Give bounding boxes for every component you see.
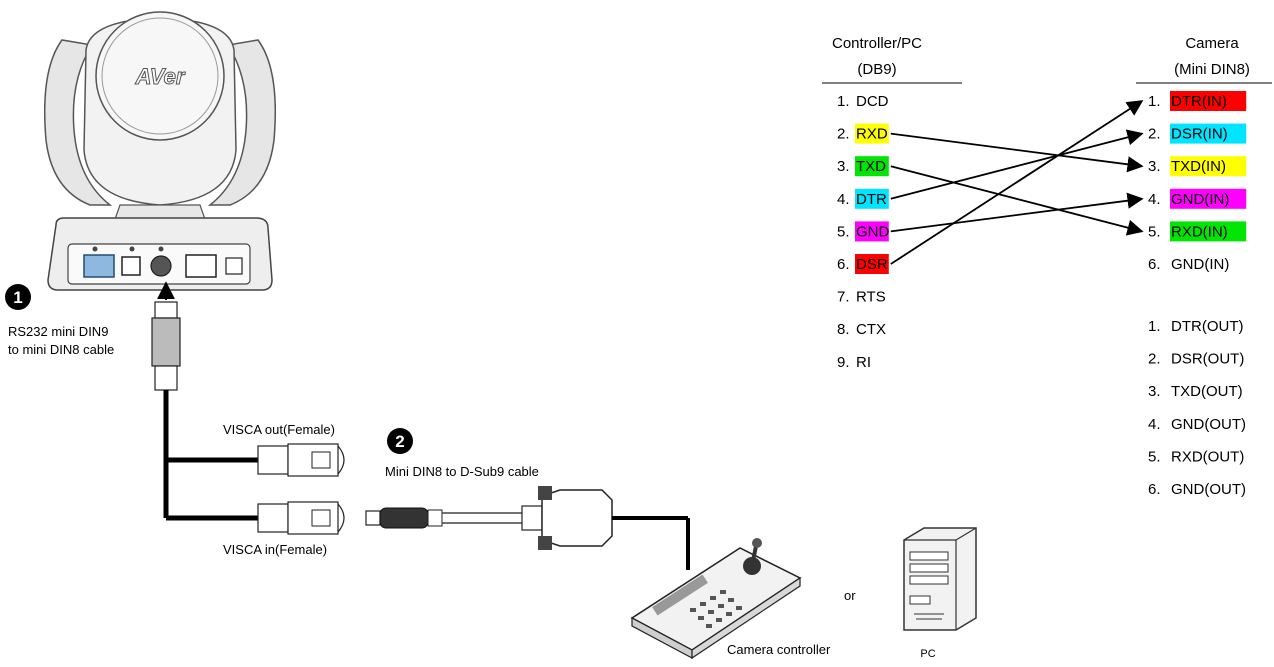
left-pin-2: 2. RXD bbox=[837, 123, 889, 144]
pin-name: GND(OUT) bbox=[1171, 481, 1246, 498]
pin-name: GND(OUT) bbox=[1171, 416, 1246, 433]
pin-name: DSR(OUT) bbox=[1171, 351, 1244, 368]
usb-port-icon bbox=[121, 256, 141, 276]
svg-text:2: 2 bbox=[395, 432, 404, 451]
left-pin-8: 8. CTX bbox=[837, 321, 886, 338]
pin-number: 1. bbox=[1148, 93, 1161, 110]
pin-number: 5. bbox=[837, 223, 850, 240]
pin-number: 6. bbox=[1148, 256, 1161, 273]
left-pin-1: 1. DCD bbox=[837, 93, 889, 110]
pin-name: CTX bbox=[856, 321, 886, 338]
right-out-pin-2: 2. DSR(OUT) bbox=[1148, 351, 1244, 368]
pin-number: 2. bbox=[1148, 351, 1161, 368]
pin-number: 4. bbox=[1148, 416, 1161, 433]
right-in-pin-4: 4. GND(IN) bbox=[1148, 188, 1247, 209]
pc-tower-icon bbox=[903, 527, 977, 631]
step2-label: Mini DIN8 to D-Sub9 cable bbox=[385, 464, 539, 479]
pin-number: 4. bbox=[837, 191, 850, 208]
pin-wire-5-to-4 bbox=[890, 192, 1144, 233]
right-out-pin-3: 3. TXD(OUT) bbox=[1148, 383, 1243, 400]
right-header-line1: Camera bbox=[1185, 35, 1239, 52]
din8-dsub9-cable bbox=[365, 486, 690, 570]
pin-number: 4. bbox=[1148, 191, 1161, 208]
pin-number: 9. bbox=[837, 354, 850, 371]
right-in-pin-2: 2. DSR(IN) bbox=[1148, 123, 1247, 144]
right-in-pin-1: 1. DTR(IN) bbox=[1148, 91, 1247, 111]
pin-name: GND(IN) bbox=[1171, 191, 1229, 208]
pin-name: RTS bbox=[856, 289, 886, 306]
pin-wire-6-to-1 bbox=[890, 100, 1144, 265]
left-pin-3: 3. TXD bbox=[837, 156, 889, 177]
pinout-table: Controller/PC (DB9) Camera (Mini DIN8) 1… bbox=[822, 35, 1272, 498]
svg-text:1: 1 bbox=[13, 288, 22, 307]
pin-number: 3. bbox=[837, 158, 850, 175]
pin-number: 6. bbox=[837, 256, 850, 273]
pin-name: TXD(IN) bbox=[1171, 158, 1226, 175]
or-label: or bbox=[844, 588, 856, 603]
pin-name: TXD(OUT) bbox=[1171, 383, 1243, 400]
pin-number: 3. bbox=[1148, 383, 1161, 400]
ptz-camera: AVer bbox=[43, 11, 277, 291]
right-out-pin-4: 4. GND(OUT) bbox=[1148, 416, 1246, 433]
left-pin-5: 5. GND bbox=[837, 221, 890, 242]
pin-number: 2. bbox=[1148, 126, 1161, 143]
step1-badge: 1 bbox=[5, 284, 31, 310]
pin-name: DSR bbox=[856, 256, 888, 273]
left-header-line2: (DB9) bbox=[857, 61, 896, 78]
left-pin-6: 6. DSR bbox=[837, 254, 889, 274]
pin-name: GND bbox=[856, 223, 890, 240]
visca-out-label: VISCA out(Female) bbox=[223, 422, 335, 437]
pin-name: DTR(IN) bbox=[1171, 93, 1227, 110]
step2-badge: 2 bbox=[387, 428, 413, 454]
pin-wire-4-to-2 bbox=[890, 129, 1144, 200]
right-in-pin-5: 5. RXD(IN) bbox=[1148, 221, 1247, 242]
pin-name: GND(IN) bbox=[1171, 256, 1229, 273]
pin-name: DSR(IN) bbox=[1171, 126, 1228, 143]
mini-din-cable bbox=[151, 301, 258, 521]
camera-controller-icon bbox=[630, 538, 802, 660]
left-header-line1: Controller/PC bbox=[832, 35, 922, 52]
pin-wire-2-to-3 bbox=[890, 132, 1144, 173]
camera-logo: AVer bbox=[135, 64, 186, 89]
pin-number: 7. bbox=[837, 289, 850, 306]
pin-number: 3. bbox=[1148, 158, 1161, 175]
right-header-line2: (Mini DIN8) bbox=[1174, 61, 1250, 78]
pin-name: RXD bbox=[856, 126, 888, 143]
pin-name: DTR bbox=[856, 191, 887, 208]
left-pin-4: 4. DTR bbox=[837, 188, 889, 209]
pin-name: RXD(IN) bbox=[1171, 223, 1228, 240]
pin-number: 5. bbox=[1148, 223, 1161, 240]
pin-name: DTR(OUT) bbox=[1171, 318, 1243, 335]
right-in-pin-6: 6. GND(IN) bbox=[1148, 256, 1229, 273]
hdmi-port-icon bbox=[185, 254, 217, 278]
pin-number: 8. bbox=[837, 321, 850, 338]
pin-number: 1. bbox=[837, 93, 850, 110]
pin-name: DCD bbox=[856, 93, 889, 110]
pin-name: RXD(OUT) bbox=[1171, 448, 1244, 465]
right-out-pin-6: 6. GND(OUT) bbox=[1148, 481, 1246, 498]
pin-number: 2. bbox=[837, 126, 850, 143]
visca-in-connector bbox=[257, 501, 345, 535]
pin-number: 6. bbox=[1148, 481, 1161, 498]
mini-din-port-icon bbox=[150, 255, 172, 277]
pin-name: TXD bbox=[856, 158, 886, 175]
step1-label-line1: RS232 mini DIN9 bbox=[8, 324, 108, 339]
pin-number: 5. bbox=[1148, 448, 1161, 465]
right-out-pin-1: 1. DTR(OUT) bbox=[1148, 318, 1243, 335]
lan-port-icon bbox=[83, 254, 115, 278]
left-pin-7: 7. RTS bbox=[837, 289, 886, 306]
visca-out-connector bbox=[257, 443, 345, 477]
pin-name: RI bbox=[856, 354, 871, 371]
visca-in-label: VISCA in(Female) bbox=[223, 542, 327, 557]
right-in-pin-3: 3. TXD(IN) bbox=[1148, 156, 1247, 177]
left-pin-9: 9. RI bbox=[837, 354, 871, 371]
pin-number: 1. bbox=[1148, 318, 1161, 335]
pin-wire-3-to-5 bbox=[890, 165, 1144, 236]
power-port-icon bbox=[225, 257, 243, 275]
right-out-pin-5: 5. RXD(OUT) bbox=[1148, 448, 1244, 465]
step1-label-line2: to mini DIN8 cable bbox=[8, 342, 114, 357]
pc-label: PC bbox=[920, 648, 935, 660]
camera-controller-label: Camera controller bbox=[727, 642, 831, 657]
